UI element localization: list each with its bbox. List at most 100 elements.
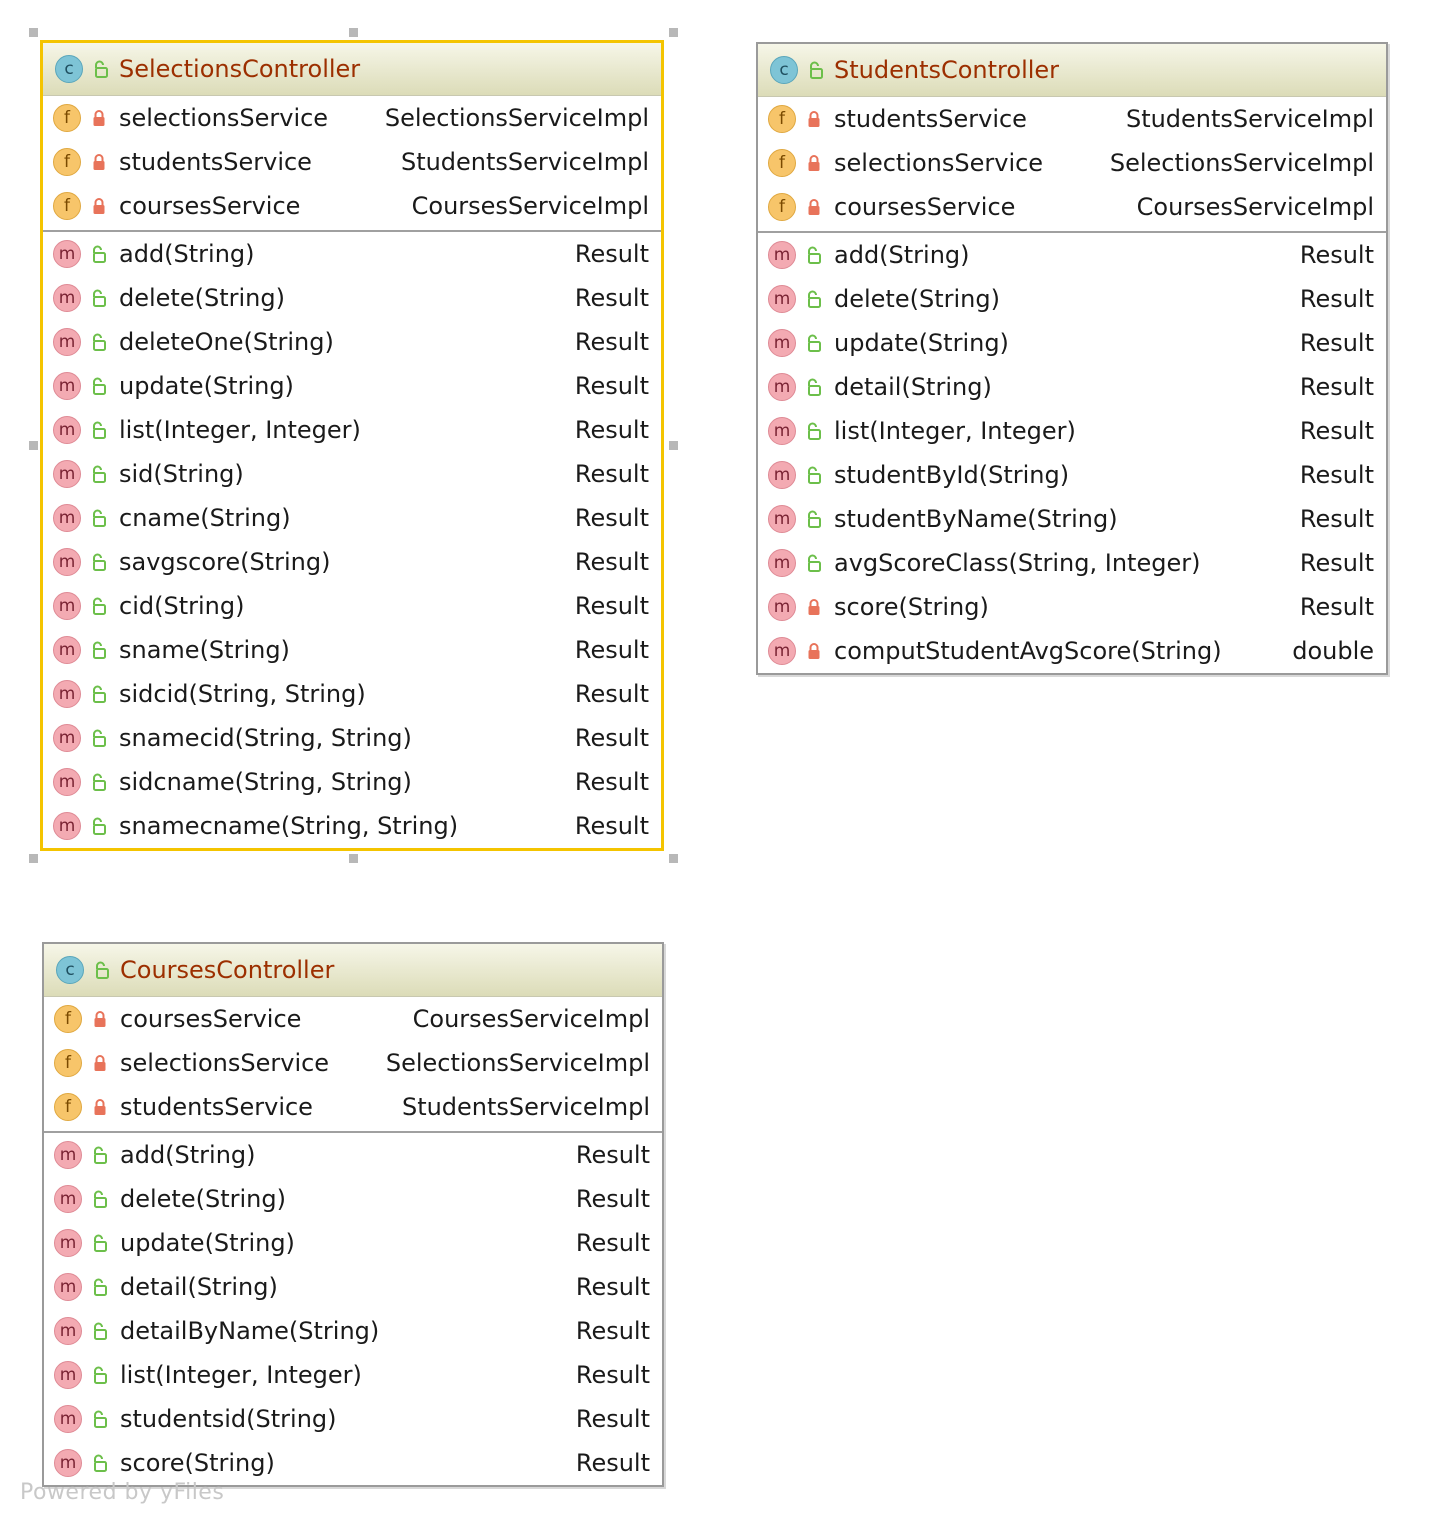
method-icon: m [54,1361,82,1389]
public-lock-icon [804,552,824,574]
public-lock-icon [804,420,824,442]
selection-handle-bottom-right[interactable] [669,854,678,863]
selection-handle-middle-left[interactable] [29,441,38,450]
method-name: score(String) [834,593,989,621]
class-icon: c [770,56,798,84]
return-type: double [1292,637,1374,665]
method-name: studentsid(String) [120,1405,337,1433]
class-header[interactable]: c StudentsController [758,44,1386,97]
public-lock-icon [89,771,109,793]
method-icon: m [53,548,81,576]
public-lock-icon [89,683,109,705]
public-lock-icon [804,244,824,266]
method-name: computStudentAvgScore(String) [834,637,1222,665]
return-type: Result [574,636,649,664]
field-icon: f [54,1049,82,1077]
method-name: sname(String) [119,636,290,664]
return-type: Result [575,1449,650,1477]
selection-handle-top-left[interactable] [29,28,38,37]
return-type: Result [575,1273,650,1301]
method-icon: m [53,328,81,356]
selection-handle-bottom-center[interactable] [349,854,358,863]
public-lock-icon [89,331,109,353]
return-type: Result [575,1317,650,1345]
selection-handle-top-center[interactable] [349,28,358,37]
return-type: Result [1299,593,1374,621]
field-icon: f [768,105,796,133]
return-type: Result [574,592,649,620]
method-icon: m [53,592,81,620]
field-name: studentsService [120,1093,313,1121]
method-icon: m [53,416,81,444]
powered-by-footer: Powered by yFiles [20,1480,225,1505]
method-icon: m [53,240,81,268]
class-title: StudentsController [834,56,1060,84]
field-icon: f [768,193,796,221]
class-header[interactable]: c CoursesController [44,944,662,997]
method-name: delete(String) [834,285,1000,313]
method-icon: m [768,285,796,313]
public-lock-icon [90,1276,110,1298]
field-name: coursesService [119,192,301,220]
return-type: Result [1299,373,1374,401]
selection-handle-middle-right[interactable] [669,441,678,450]
selection-handle-top-right[interactable] [669,28,678,37]
public-lock-icon [92,959,112,981]
method-icon: m [54,1185,82,1213]
public-lock-icon [804,464,824,486]
method-name: list(Integer, Integer) [834,417,1076,445]
class-header[interactable]: c SelectionsController [43,43,661,96]
method-name: delete(String) [120,1185,286,1213]
return-type: Result [574,284,649,312]
method-name: delete(String) [119,284,285,312]
selection-handle-bottom-left[interactable] [29,854,38,863]
return-type: Result [1299,329,1374,357]
